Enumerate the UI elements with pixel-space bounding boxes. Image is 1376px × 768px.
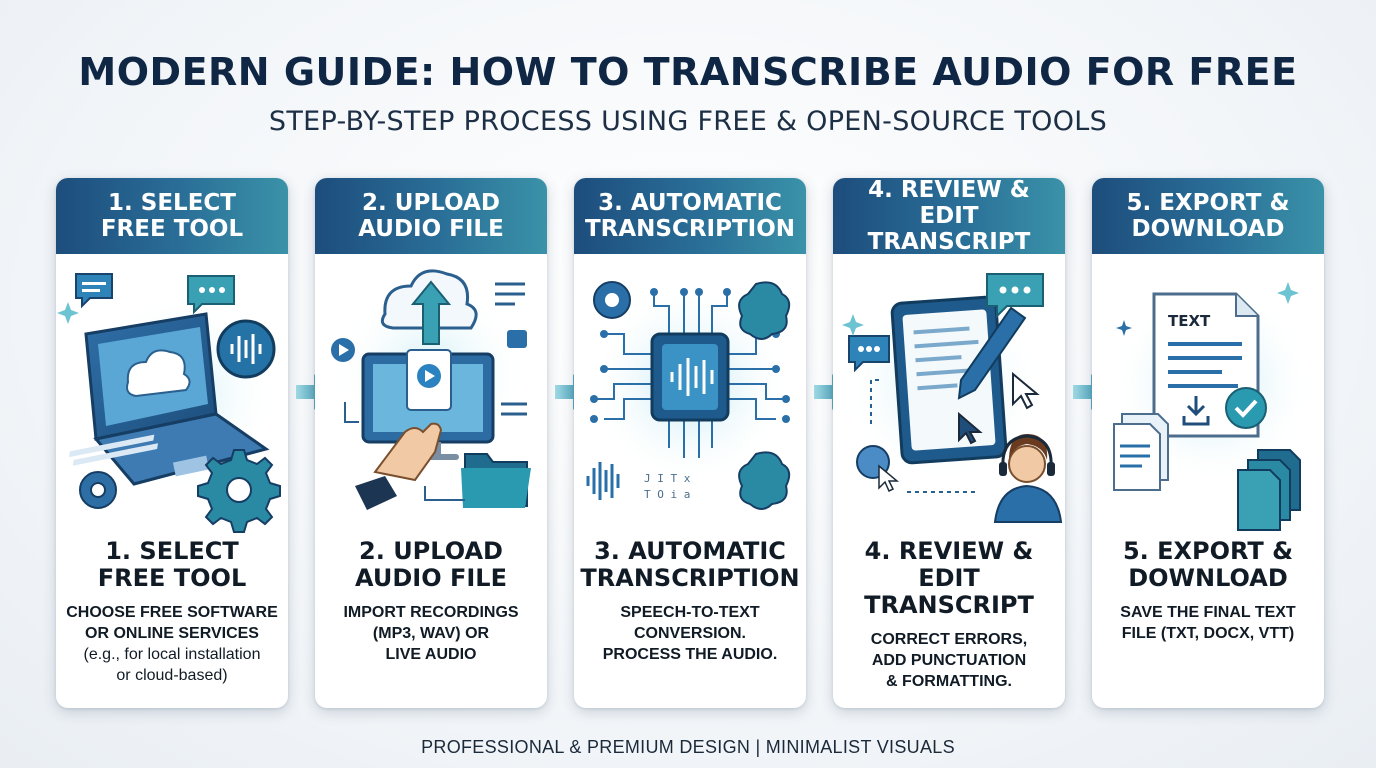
cpu-chip-icon: J I T x T O i a <box>586 281 791 510</box>
step-illustration-5: TEXT <box>1092 254 1324 534</box>
step-card-4: 4. REVIEW & EDIT TRANSCRIPT <box>833 178 1065 708</box>
document-label: TEXT <box>1168 312 1211 330</box>
page-subtitle: STEP-BY-STEP PROCESS USING FREE & OPEN-S… <box>268 106 1108 137</box>
step-card-3: 3. AUTOMATIC TRANSCRIPTION <box>574 178 806 708</box>
step-header-2: 2. UPLOAD AUDIO FILE <box>315 178 547 254</box>
cursor-icon <box>958 371 1040 445</box>
laptop-icon <box>57 273 281 533</box>
step-illustration-1 <box>56 254 288 534</box>
step-description-3: SPEECH-TO-TEXT CONVERSION. PROCESS THE A… <box>602 604 778 663</box>
step-header-4: 4. REVIEW & EDIT TRANSCRIPT <box>833 178 1065 255</box>
brain-icon <box>738 281 791 510</box>
step-note-1: (e.g., for local installation or cloud-b… <box>83 646 261 684</box>
step-card-2: 2. UPLOAD AUDIO FILE <box>315 178 547 708</box>
document-icon: TEXT <box>1112 282 1312 531</box>
step-header-1: 1. SELECT FREE TOOL <box>56 178 288 254</box>
step-illustration-3: J I T x T O i a <box>574 254 806 534</box>
folder-icon <box>461 453 531 508</box>
headset-user-icon <box>993 434 1063 523</box>
step-title-3: 3. AUTOMATIC TRANSCRIPTION <box>580 537 800 592</box>
page-title: MODERN GUIDE: HOW TO TRANSCRIBE AUDIO FO… <box>78 50 1298 94</box>
step-card-5: 5. EXPORT & DOWNLOAD TEXT <box>1092 178 1324 708</box>
footer-tagline: PROFESSIONAL & PREMIUM DESIGN | MINIMALI… <box>421 737 955 757</box>
step-description-4: CORRECT ERRORS, ADD PUNCTUATION & FORMAT… <box>870 631 1028 690</box>
cloud-upload-icon <box>331 269 531 510</box>
step-title-1: 1. SELECT FREE TOOL <box>97 537 247 592</box>
step-title-2: 2. UPLOAD AUDIO FILE <box>355 537 507 592</box>
step-description-2: IMPORT RECORDINGS (MP3, WAV) OR LIVE AUD… <box>343 604 519 663</box>
tablet-icon <box>842 273 1063 523</box>
step-illustration-2 <box>315 254 547 534</box>
pen-icon <box>957 306 1027 400</box>
checkmark-icon <box>1225 387 1267 429</box>
step-card-1: 1. SELECT FREE TOOL <box>56 178 288 708</box>
svg-text:T O i a: T O i a <box>644 488 690 501</box>
step-illustration-4 <box>833 254 1065 534</box>
step-header-3: 3. AUTOMATIC TRANSCRIPTION <box>574 178 806 254</box>
svg-text:J I T x: J I T x <box>644 472 691 485</box>
gear-icon <box>79 449 281 533</box>
chat-bubble-icon <box>75 273 235 315</box>
step-header-5: 5. EXPORT & DOWNLOAD <box>1092 178 1324 254</box>
step-description-1: CHOOSE FREE SOFTWARE OR ONLINE SERVICES <box>66 604 278 642</box>
step-description-5: SAVE THE FINAL TEXT FILE (TXT, DOCX, VTT… <box>1120 604 1296 642</box>
step-title-5: 5. EXPORT & DOWNLOAD <box>1122 537 1294 592</box>
step-title-4: 4. REVIEW & EDIT TRANSCRIPT <box>864 537 1034 619</box>
